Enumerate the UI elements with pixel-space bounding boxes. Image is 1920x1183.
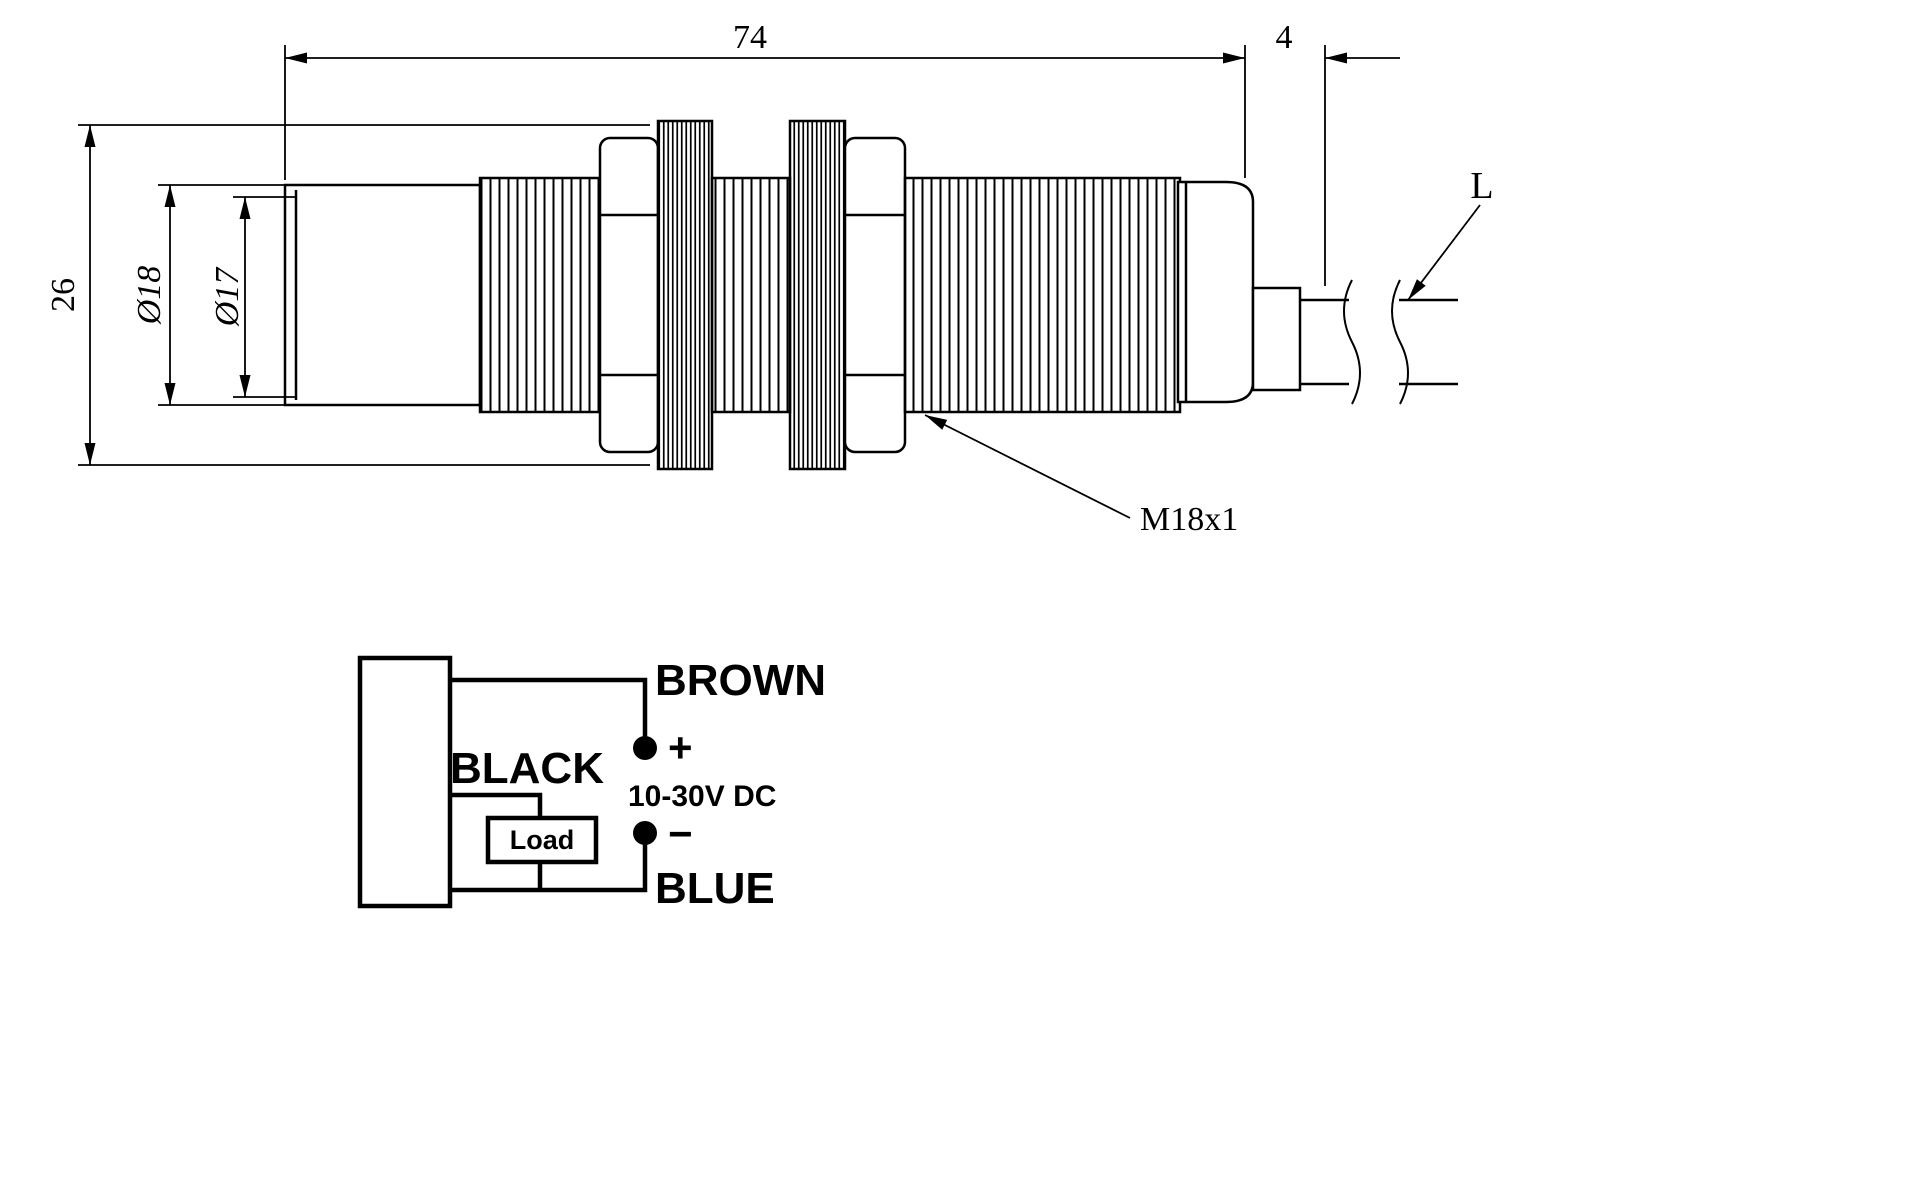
dim-4-label: 4 — [1276, 19, 1293, 56]
wiring-diagram — [357, 655, 657, 909]
thread-spec-label: M18x1 — [1140, 501, 1238, 538]
dimension-lines — [78, 45, 1481, 519]
wire-brown-path — [450, 677, 648, 740]
wiring-labels: BROWN + 10-30V DC − BLUE BLACK Load — [450, 656, 826, 913]
rear-housing-cap — [1176, 180, 1255, 404]
arrow-dia18-bottom — [164, 383, 176, 405]
dim-dia17-label: Ø17 — [209, 266, 246, 328]
label-blue: BLUE — [655, 864, 775, 913]
arrow-dia18-top — [164, 185, 176, 207]
terminal-plus-dot — [633, 736, 657, 760]
wire-blue-path — [450, 833, 648, 893]
label-black: BLACK — [450, 744, 604, 793]
hex-nut-left — [598, 136, 660, 454]
dim-74-label: 74 — [733, 19, 767, 56]
load-box — [485, 815, 599, 865]
thread-section-long — [903, 176, 1182, 414]
terminal-minus-dot — [633, 821, 657, 845]
arrow-dia17-top — [239, 197, 251, 219]
arrow-dia17-bottom — [239, 375, 251, 397]
hex-nut-right — [843, 136, 907, 454]
knurled-lock-nut-left — [656, 119, 714, 471]
arrow-cable-length — [1408, 279, 1426, 300]
dimension-labels: 74 4 26 Ø18 Ø17 M18x1 L — [45, 19, 1494, 538]
arrow-74-right — [1223, 52, 1245, 64]
arrow-26-bottom — [84, 443, 96, 465]
sensing-head — [283, 183, 482, 407]
cable-break-curve-left — [1343, 279, 1361, 405]
arrow-thread-callout — [925, 415, 948, 430]
dim-dia18-label: Ø18 — [131, 266, 168, 326]
label-load: Load — [510, 825, 575, 855]
cable-length-label: L — [1470, 165, 1493, 207]
sensor-symbol-box — [357, 655, 453, 909]
thread-section-middle — [710, 176, 792, 414]
sensor-body-outline — [283, 119, 1458, 471]
arrow-26-top — [84, 125, 96, 147]
label-plus: + — [668, 724, 693, 771]
label-brown: BROWN — [655, 656, 826, 705]
wire-black-path — [450, 792, 543, 818]
label-minus: − — [668, 810, 693, 857]
thread-section-left — [478, 176, 602, 414]
arrow-4 — [1325, 52, 1347, 64]
cable-gland-step — [1251, 286, 1302, 392]
cable-break-curve-right — [1391, 279, 1409, 405]
label-supply-voltage: 10-30V DC — [628, 780, 776, 813]
cable — [1300, 279, 1458, 405]
thread-callout-leader — [924, 414, 1131, 519]
knurled-lock-nut-right — [788, 119, 847, 471]
dimension-arrowheads — [84, 52, 1426, 465]
dim-26-label: 26 — [45, 278, 82, 312]
arrow-74-left — [285, 52, 307, 64]
